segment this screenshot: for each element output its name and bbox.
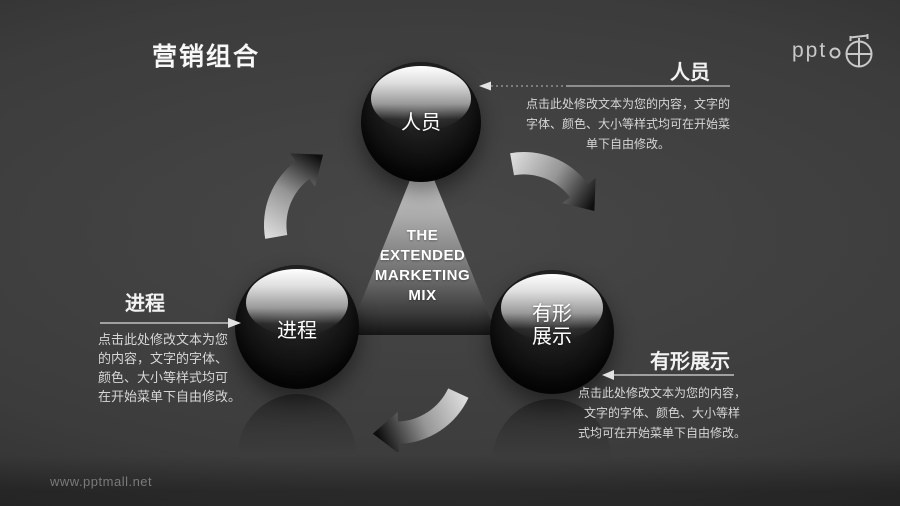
clockwise-arc-arrow-upper-right-icon (510, 151, 596, 212)
pptmall-logo: ppt (792, 32, 879, 70)
annotation-process-heading: 进程 (125, 293, 165, 315)
annotation-physical-evidence-body: 点击此处修改文本为您的内容， 文字的字体、颜色、大小等样 式均可在开始菜单下自由… (578, 386, 747, 440)
annotation-people-heading: 人员 (670, 62, 710, 84)
annotation-process-body: 点击此处修改文本为您 的内容，文字的字体、 颜色、大小等样式均可 在开始菜单下自… (98, 332, 242, 404)
pptmall-logo-wordmark: ppt (792, 39, 828, 62)
annotation-physical-evidence-heading: 有形展示 (650, 351, 730, 373)
clockwise-arc-arrow-bottom-icon (372, 388, 469, 452)
arrow-to-right-sphere-icon (602, 370, 734, 380)
sphere-process-label: 进程 (277, 320, 317, 342)
center-triangle-label: THE EXTENDED MARKETING MIX (374, 227, 471, 304)
sphere-physical-evidence-label: 有形 展示 (532, 303, 572, 348)
pptmall-logo-icon (829, 34, 873, 68)
annotation-people-body: 点击此处修改文本为您的内容，文字的 字体、颜色、大小等样式均可在开始菜 单下自由… (525, 97, 730, 151)
sphere-process: 进程 (235, 265, 359, 389)
arrow-to-left-sphere-icon (100, 318, 241, 328)
sphere-physical-evidence: 有形 展示 (490, 270, 614, 394)
sphere-people: 人员 (361, 62, 481, 182)
dashed-arrow-to-top-sphere-icon (479, 81, 730, 91)
watermark: www.pptmall.net (50, 474, 153, 489)
page-title: 营销组合 (152, 43, 261, 71)
clockwise-arc-arrow-upper-left-icon (263, 153, 324, 239)
sphere-people-label: 人员 (401, 112, 441, 134)
